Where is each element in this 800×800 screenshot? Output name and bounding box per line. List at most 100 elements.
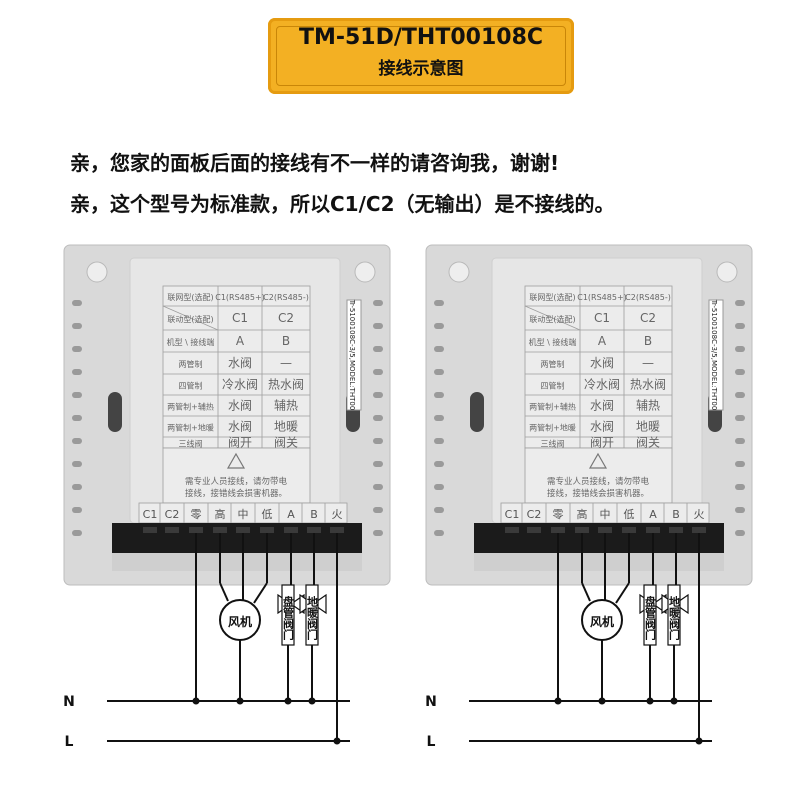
table-cell: — [642, 356, 654, 370]
vent-slot [735, 461, 745, 467]
terminal-label: 中 [238, 508, 249, 521]
table-cell: 阀开 [590, 436, 614, 450]
terminal-screw [622, 527, 636, 533]
vent-slot [72, 415, 82, 421]
terminal-label: C1 [505, 508, 520, 521]
vent-slot [434, 369, 444, 375]
note-line-2: 亲，这个型号为标准款，所以C1/C2（无输出）是不接线的。 [70, 192, 615, 216]
table-cell: 联动型(选配) [529, 314, 575, 324]
table-cell: 联动型(选配) [167, 314, 213, 324]
label-table [162, 285, 311, 449]
vent-slot [735, 415, 745, 421]
terminal-screw [575, 527, 589, 533]
table-cell: 四管制 [179, 381, 203, 391]
label-table [524, 285, 673, 449]
table-cell: C2 [640, 311, 656, 325]
vent-slot [735, 507, 745, 513]
vent-slot [373, 415, 383, 421]
table-cell: C1(RS485+) [215, 293, 265, 302]
vent-slot [72, 484, 82, 490]
title-banner: TM-51D/THT00108C 接线示意图 [268, 18, 574, 94]
table-cell: C2 [278, 311, 294, 325]
wire [219, 582, 229, 602]
warning-text-1: 需专业人员接线，请勿带电 [185, 476, 288, 487]
table-cell: 联网型(选配) [529, 292, 575, 302]
table-cell: 三线阀 [179, 439, 203, 449]
terminal-screw [165, 527, 179, 533]
vent-slot [72, 323, 82, 329]
fan-label: 风机 [228, 614, 252, 629]
terminal-label: C2 [527, 508, 542, 521]
sticker-bg [346, 299, 362, 411]
side-label: Tr-5100108C-3/5,MODEL:THT00 [348, 299, 356, 411]
table-cell: 水阀 [590, 399, 614, 413]
terminal-screw [330, 527, 344, 533]
screw-hole [448, 261, 470, 283]
terminal-label: 低 [624, 508, 635, 521]
table-cell: 阀开 [228, 436, 252, 450]
wire-junction [308, 697, 316, 705]
note-line-1: 亲，您家的面板后面的接线有不一样的请咨询我，谢谢! [70, 151, 560, 175]
table-cell: 两管制 [179, 359, 203, 369]
vent-slot [373, 392, 383, 398]
side-sticker: Tr-5100108C-3/5,MODEL:THT00 [346, 299, 362, 411]
table-cell: 热水阀 [630, 378, 666, 392]
terminal-screw [692, 527, 706, 533]
wire-junction [192, 697, 200, 705]
warning-text-2: 接线，接错线会损害机器。 [185, 488, 287, 499]
neutral-label: N [63, 694, 75, 710]
table-cell: B [644, 334, 652, 348]
terminal-screw [260, 527, 274, 533]
screw-hole [716, 261, 738, 283]
vent-slot [72, 346, 82, 352]
terminal-label: 高 [215, 507, 226, 521]
vent-slot [735, 530, 745, 536]
wire-junction [236, 697, 244, 705]
vent-slot [735, 484, 745, 490]
mount-slot [470, 392, 484, 432]
table-cell: 两管制+辅热 [529, 402, 576, 412]
wire-junction [695, 737, 703, 745]
vent-slot [434, 346, 444, 352]
table-cell: 冷水阀 [222, 378, 258, 392]
vent-slot [72, 461, 82, 467]
terminal-label: B [672, 508, 680, 521]
vent-slot [373, 346, 383, 352]
table-cell: 地暖 [636, 420, 660, 434]
vent-slot [72, 369, 82, 375]
live-label: L [65, 734, 74, 750]
vent-slot [735, 346, 745, 352]
terminal-screw [213, 527, 227, 533]
table-cell: 水阀 [590, 356, 614, 370]
wire-junction [670, 697, 678, 705]
table-cell: C1 [232, 311, 248, 325]
side-sticker: Tr-5100108C-3/5,MODEL:THT00 [708, 299, 724, 411]
live-label: L [427, 734, 436, 750]
terminal-screw [236, 527, 250, 533]
vent-slot [434, 530, 444, 536]
vent-slot [373, 438, 383, 444]
table-cell: 阀关 [636, 436, 660, 450]
warning-icon [226, 452, 246, 469]
terminal-screw [284, 527, 298, 533]
vent-slot [434, 300, 444, 306]
vent-slot [735, 369, 745, 375]
terminal-screw [646, 527, 660, 533]
table-diagonal [162, 305, 219, 331]
terminal-label: C2 [165, 508, 180, 521]
thermostat-unit-2: Tr-5100108C-3/5,MODEL:THT00 联网型(选配)C1(RS4… [425, 244, 753, 750]
warning-text-1: 需专业人员接线，请勿带电 [547, 476, 650, 487]
table-cell: C1 [594, 311, 610, 325]
table-cell: 水阀 [228, 356, 252, 370]
vent-slot [373, 323, 383, 329]
terminal-screw [143, 527, 157, 533]
table-cell: 辅热 [274, 399, 298, 413]
terminal-screw [307, 527, 321, 533]
table-cell: B [282, 334, 290, 348]
table-cell: 热水阀 [268, 378, 304, 392]
table-cell: 联网型(选配) [167, 292, 213, 302]
vent-slot [434, 415, 444, 421]
terminal-label: 火 [332, 508, 343, 521]
table-cell: C1(RS485+) [577, 293, 627, 302]
